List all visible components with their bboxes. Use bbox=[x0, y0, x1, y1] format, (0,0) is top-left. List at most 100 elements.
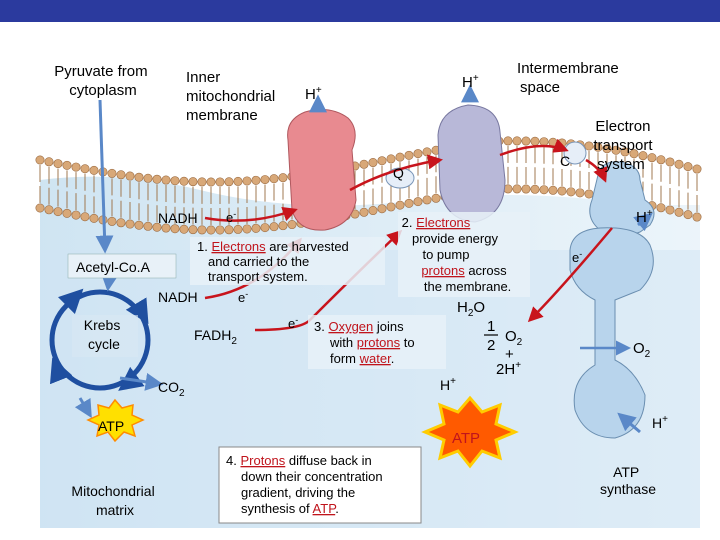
krebs-arrow-4 bbox=[49, 357, 73, 385]
label-co2: CO2 bbox=[158, 379, 185, 399]
lipid-head bbox=[278, 221, 288, 231]
lipid-head bbox=[206, 177, 216, 187]
krebs-arrow-2 bbox=[125, 297, 149, 325]
lipid-head bbox=[656, 155, 666, 165]
lipid-head bbox=[359, 207, 369, 217]
lipid-head bbox=[233, 224, 243, 234]
lipid-head bbox=[251, 223, 261, 233]
lipid-head bbox=[692, 212, 702, 222]
atp-synthase-protein bbox=[569, 227, 654, 439]
label-nadh-1: NADH bbox=[158, 210, 198, 226]
krebs-arrow-1 bbox=[57, 288, 84, 315]
lipid-head bbox=[377, 204, 387, 214]
lipid-head bbox=[224, 177, 234, 187]
lipid-head bbox=[539, 137, 549, 147]
label-o2-right: O2 bbox=[633, 340, 651, 360]
label-atp-synthase: ATP synthase bbox=[600, 464, 656, 497]
lipid-head bbox=[395, 152, 405, 162]
lipid-head bbox=[170, 176, 180, 186]
lipid-head bbox=[557, 186, 567, 196]
label-e-2: e- bbox=[238, 289, 248, 305]
label-half-num: 1 bbox=[487, 318, 495, 335]
lipid-head bbox=[665, 157, 675, 167]
lipid-head bbox=[557, 138, 567, 148]
lipid-head bbox=[584, 189, 594, 199]
lipid-head bbox=[242, 224, 252, 234]
label-matrix: Mitochondrial matrix bbox=[71, 483, 158, 518]
header-bar bbox=[0, 0, 720, 22]
lipid-head bbox=[269, 222, 279, 232]
lipid-head bbox=[116, 170, 126, 180]
lipid-head bbox=[125, 171, 135, 181]
lipid-head bbox=[413, 149, 423, 159]
step2-box bbox=[398, 212, 530, 297]
lipid-head bbox=[62, 208, 72, 218]
complex-iii-protein bbox=[437, 104, 506, 223]
label-e-1: e- bbox=[226, 209, 236, 225]
acetyl-coa-box bbox=[67, 253, 177, 279]
complex-i-protein bbox=[287, 109, 357, 231]
lipid-head bbox=[575, 188, 585, 198]
lipid-head bbox=[170, 224, 180, 234]
lipid-head bbox=[683, 162, 693, 172]
lipid-head bbox=[179, 224, 189, 234]
label-electron-transport: Electron transport system bbox=[593, 118, 656, 173]
lipid-head bbox=[611, 145, 621, 155]
lipid-head bbox=[548, 185, 558, 195]
lipid-head bbox=[368, 206, 378, 216]
lipid-head bbox=[233, 176, 243, 186]
lipid-head bbox=[629, 149, 639, 159]
lipid-head bbox=[35, 203, 45, 213]
step4-text: 4. Protons diffuse back in down their co… bbox=[226, 453, 383, 516]
label-h-2: H+ bbox=[462, 73, 479, 91]
lipid-head bbox=[80, 164, 90, 174]
lipid-head bbox=[251, 175, 261, 185]
lipid-head bbox=[143, 173, 153, 183]
lipid-head bbox=[206, 225, 216, 235]
label-c: C bbox=[560, 153, 570, 169]
lipid-head bbox=[404, 198, 414, 208]
co2-arrow bbox=[119, 372, 164, 391]
label-q: Q bbox=[393, 165, 404, 181]
lipid-head bbox=[665, 205, 675, 215]
lipid-head bbox=[512, 136, 522, 146]
lipid-head bbox=[692, 164, 702, 174]
atp-out-arrow bbox=[74, 397, 92, 419]
lipid-head bbox=[512, 184, 522, 194]
atp-burst-right bbox=[421, 395, 519, 469]
step3-box bbox=[308, 315, 446, 369]
lipid-head bbox=[80, 212, 90, 222]
lipid-head bbox=[125, 219, 135, 229]
lipid-head bbox=[431, 193, 441, 203]
lipid-head bbox=[521, 136, 531, 146]
label-2h: 2H+ bbox=[496, 360, 521, 378]
pyruvate-arrow bbox=[95, 99, 114, 254]
lipid-head bbox=[71, 162, 81, 172]
label-h-4: H+ bbox=[440, 376, 456, 393]
lipid-head bbox=[521, 184, 531, 194]
lipid-head bbox=[188, 177, 198, 187]
lipid-head bbox=[503, 136, 513, 146]
lipid-head bbox=[422, 195, 432, 205]
lipid-head bbox=[368, 158, 378, 168]
lipid-head bbox=[593, 142, 603, 152]
lipid-head bbox=[197, 225, 207, 235]
lipid-head bbox=[107, 216, 117, 226]
atp-burst-left bbox=[86, 398, 145, 443]
lipid-head bbox=[683, 210, 693, 220]
lipid-head bbox=[152, 174, 162, 184]
lipid-head bbox=[359, 159, 369, 169]
step1-box bbox=[190, 237, 385, 285]
label-fadh2: FADH2 bbox=[194, 327, 237, 347]
cytochrome-c-protein bbox=[563, 141, 587, 165]
lipid-head bbox=[602, 144, 612, 154]
lipid-head bbox=[224, 225, 234, 235]
label-krebs: Krebs cycle bbox=[84, 317, 124, 352]
lipid-head bbox=[269, 174, 279, 184]
label-h-5: H+ bbox=[652, 414, 668, 431]
electron-path-2 bbox=[349, 154, 443, 192]
lipid-head bbox=[539, 185, 549, 195]
step2-text: 2. Electrons provide energy to pump prot… bbox=[0, 0, 525, 294]
lipid-head bbox=[404, 150, 414, 160]
